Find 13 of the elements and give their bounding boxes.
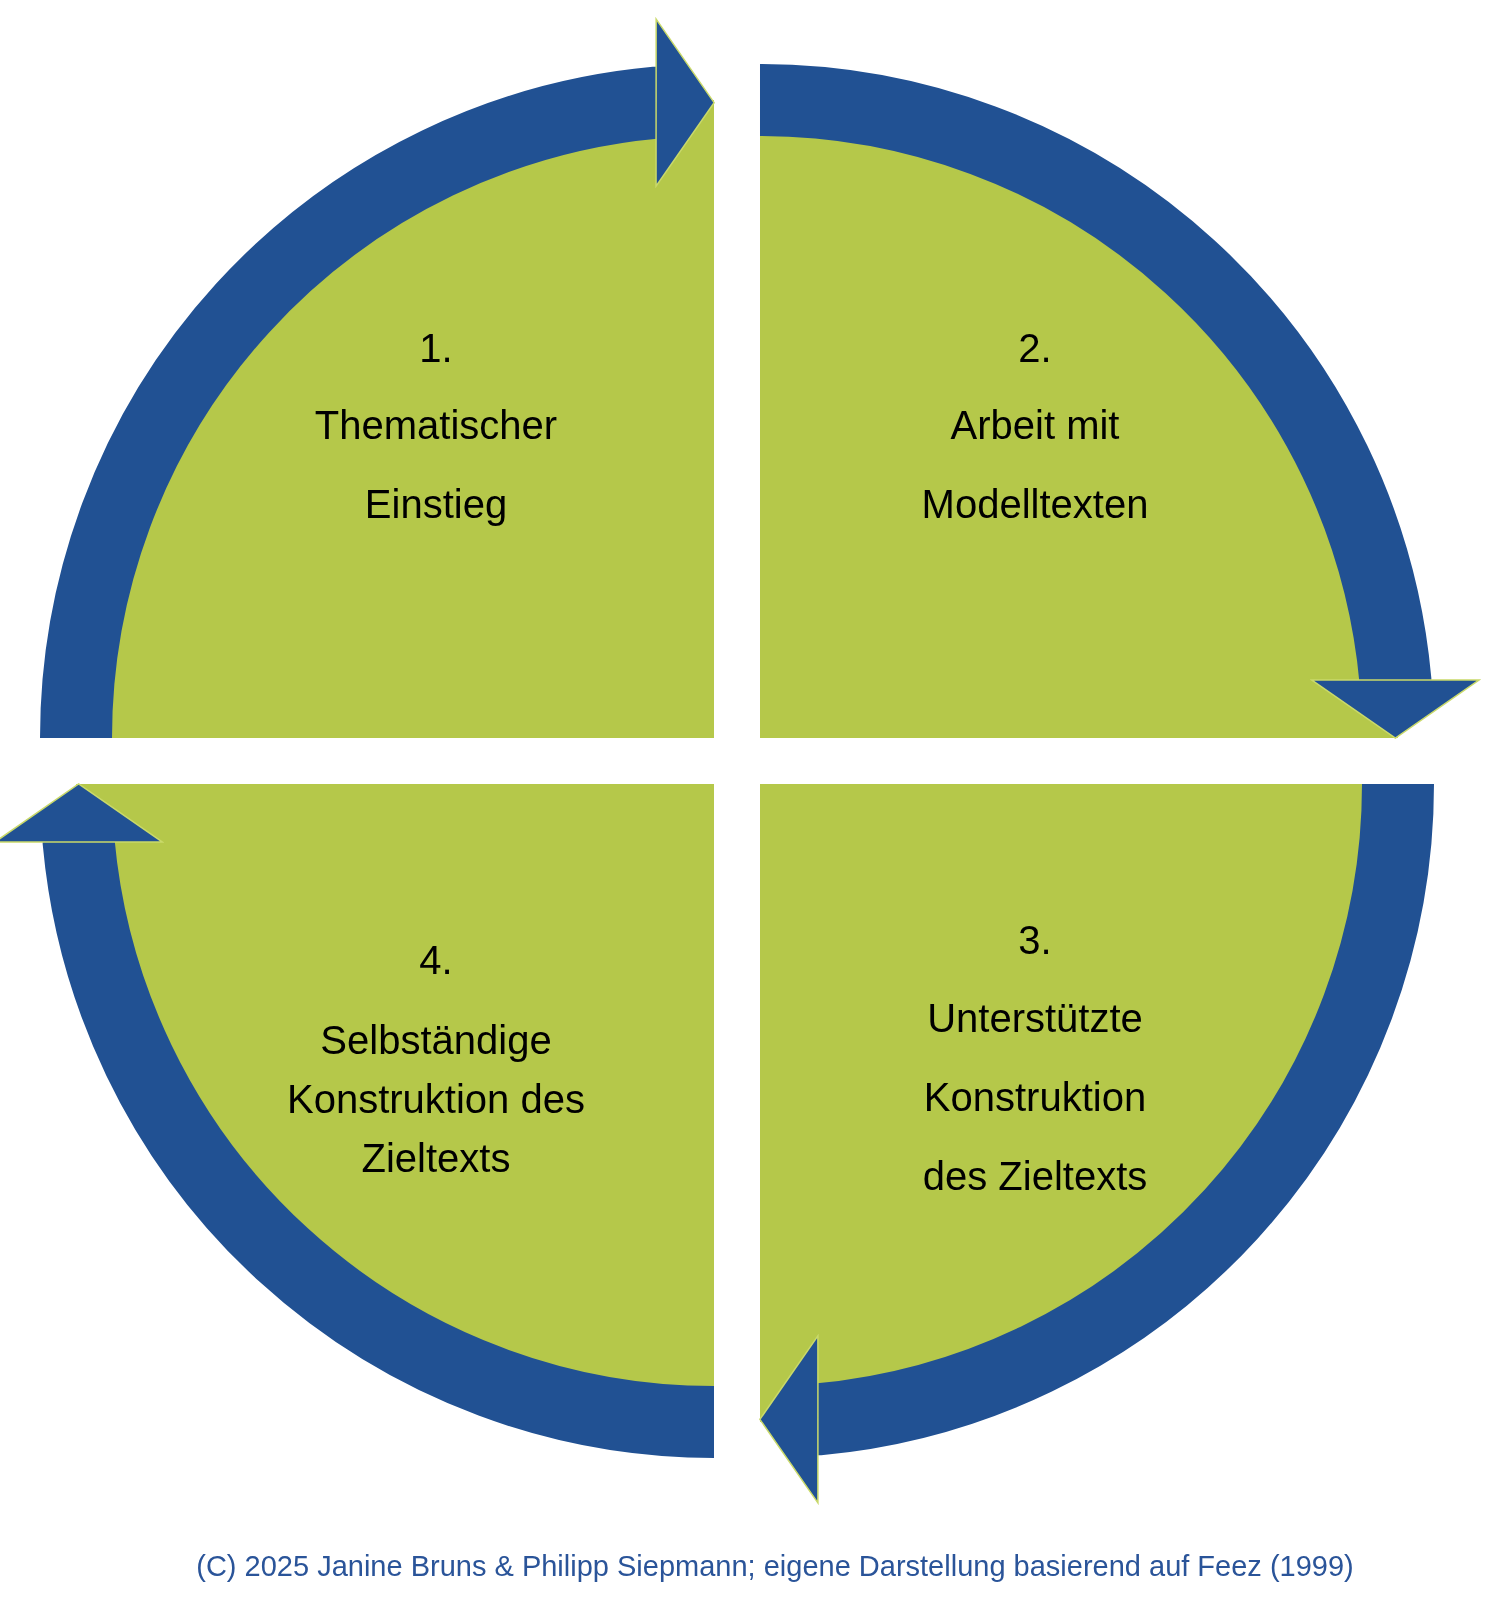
step-number: 1. xyxy=(418,325,454,372)
step-title: Selbständige Konstruktion des Zieltexts xyxy=(286,1016,586,1182)
step-title: Thematischer Einstieg xyxy=(313,401,559,528)
curved-arrow xyxy=(759,781,1434,1504)
curved-arrow xyxy=(757,64,1480,739)
curved-arrow xyxy=(0,783,717,1458)
curved-arrow xyxy=(40,18,715,741)
step-number: 2. xyxy=(1017,325,1053,372)
step-title: Unterstützte Konstruktion des Zieltexts xyxy=(921,994,1149,1200)
step-number: 4. xyxy=(418,937,454,984)
step-title: Arbeit mit Modelltexten xyxy=(920,401,1150,528)
caption: (C) 2025 Janine Bruns & Philipp Siepmann; eigene Darstellung basierend auf Feez (1999) xyxy=(196,1549,1354,1584)
step-number: 3. xyxy=(1017,917,1053,964)
